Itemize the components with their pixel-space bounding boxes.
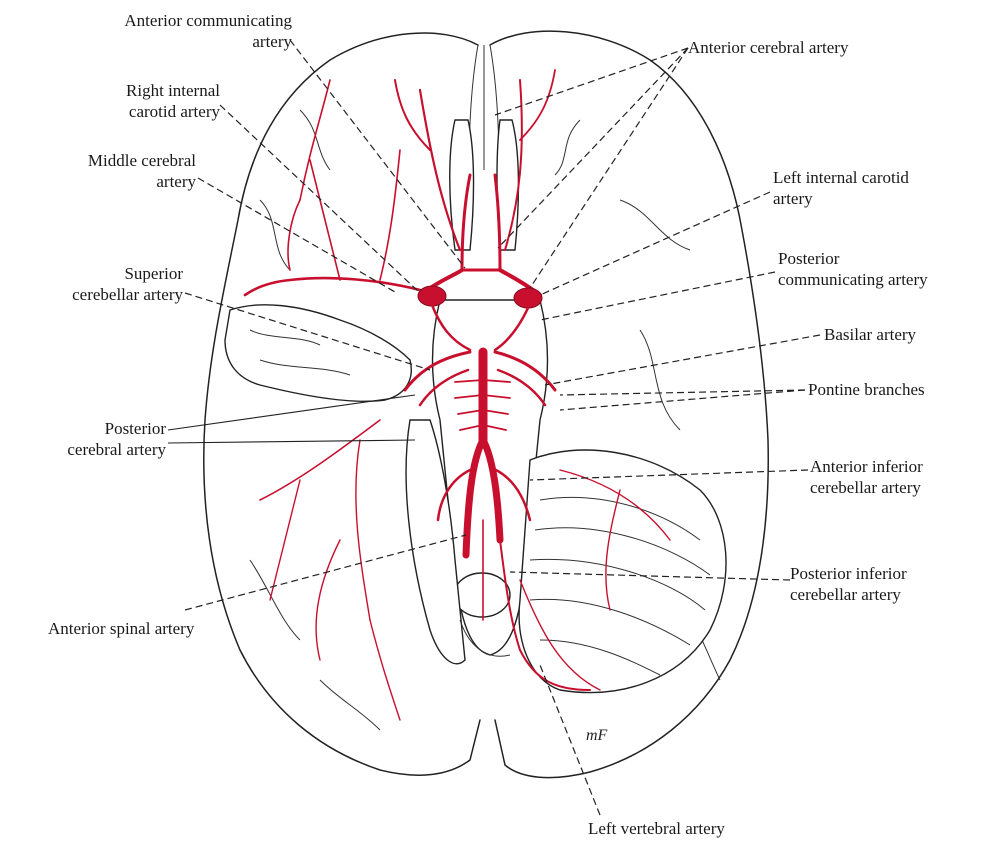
label-anterior-communicating-artery: Anterior communicating artery: [124, 11, 292, 51]
basilar-vertebral: [436, 347, 591, 691]
leader-lines: [167, 39, 821, 816]
label-posterior-communicating-artery: Posterior communicating artery: [778, 249, 928, 289]
brainstem-cerebellum: [405, 299, 727, 694]
label-middle-cerebral-artery: Middle cerebral artery: [87, 151, 196, 191]
label-anterior-cerebral-artery: Anterior cerebral artery: [688, 38, 849, 57]
circle-of-willis: [403, 173, 557, 407]
label-pontine-branches: Pontine branches: [808, 380, 925, 399]
label-basilar-artery: Basilar artery: [824, 325, 917, 344]
label-anterior-inferior-cerebellar-artery: Anterior inferior cerebellar artery: [810, 457, 923, 497]
label-superior-cerebellar-artery: Superior cerebellar artery: [72, 264, 183, 304]
label-anterior-spinal-artery: Anterior spinal artery: [48, 619, 195, 638]
label-left-internal-carotid-artery: Left internal carotid artery: [773, 168, 909, 208]
label-posterior-cerebral-artery: Posterior cerebral artery: [67, 419, 166, 459]
temporal-lobe: [224, 304, 412, 403]
frontal-structures: [449, 119, 520, 251]
cortical-arteries: [243, 69, 671, 721]
brain-outline: [203, 30, 769, 779]
artist-signature: mF: [586, 727, 608, 744]
label-right-internal-carotid-artery: Right internal carotid artery: [126, 81, 220, 121]
sulci-lines: [249, 109, 721, 731]
label-left-vertebral-artery: Left vertebral artery: [588, 819, 725, 838]
label-posterior-inferior-cerebellar-artery: Posterior inferior cerebellar artery: [790, 564, 907, 604]
